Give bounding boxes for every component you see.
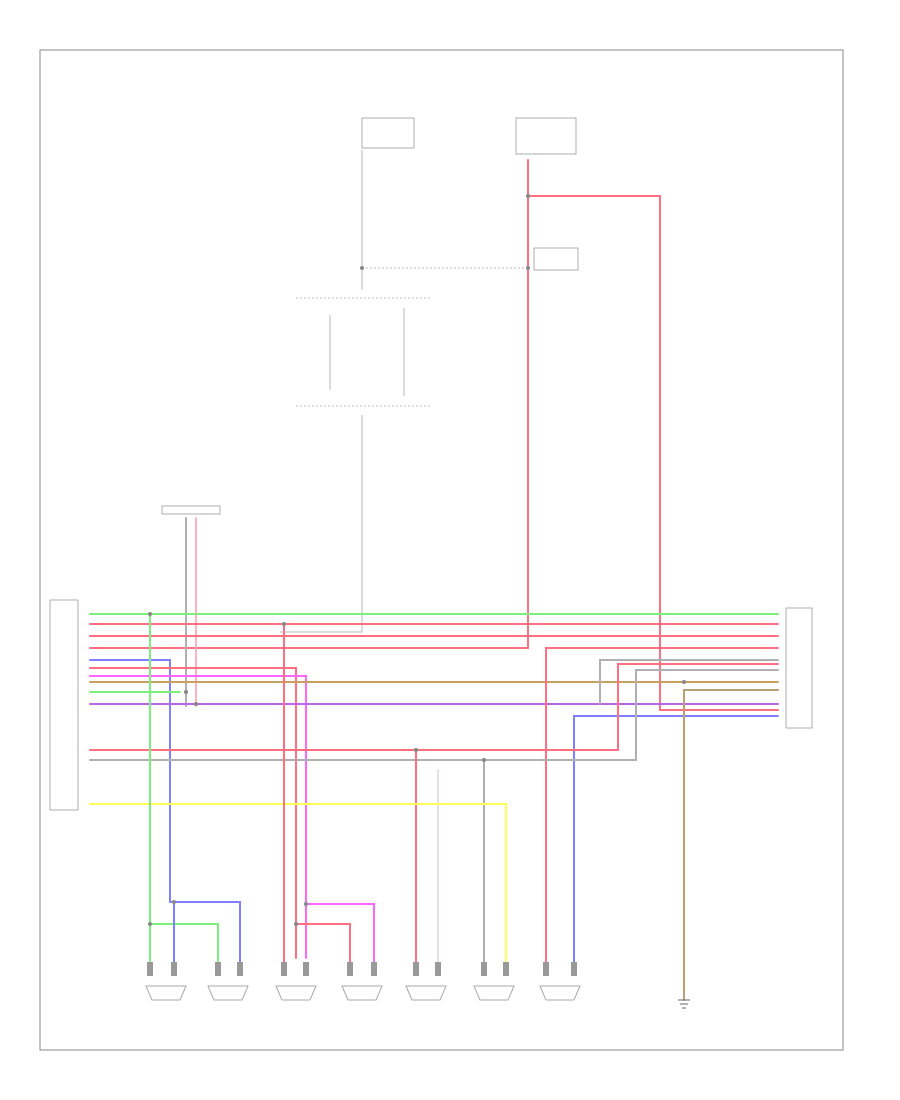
right-unit-connector (785, 607, 813, 729)
speaker-5 (405, 985, 447, 1001)
fuse-block-1 (361, 117, 415, 149)
wire-magenta-bus (89, 675, 307, 959)
wire-pink-spk4 (305, 903, 375, 963)
speaker-6 (473, 985, 515, 1001)
wire-gray-right-1 (599, 659, 779, 705)
wire-green-spk2 (149, 923, 219, 963)
speaker-2 (207, 985, 249, 1001)
wire-blue-bus (89, 659, 171, 903)
relay-box (296, 297, 430, 407)
wire-gray-loop (89, 669, 779, 761)
speaker-plugs (147, 962, 577, 976)
wire-red-main (89, 159, 529, 649)
left-unit-connector (49, 599, 79, 811)
wire-red-right-drop (527, 195, 779, 711)
wire-relay-down (280, 415, 363, 633)
speaker-4 (341, 985, 383, 1001)
fuse-block-2 (515, 117, 577, 155)
antenna-connector (161, 505, 221, 515)
wire-tan-ground (683, 689, 779, 1001)
diagram-frame (39, 49, 844, 1051)
speaker-1 (145, 985, 187, 1001)
wire-red-spk4 (295, 923, 351, 963)
speaker-7 (539, 985, 581, 1001)
ground-symbol (678, 999, 690, 1009)
wire-blue-spk2 (169, 901, 241, 963)
wire-blue-right (573, 715, 779, 963)
wire-yellow-lower (89, 803, 507, 963)
wire-red-bus-2 (89, 667, 297, 959)
wire-red-right-1 (545, 647, 779, 963)
wire-red-loop (89, 663, 779, 751)
fuse-3-box (533, 247, 579, 271)
junction-dots (148, 194, 686, 926)
speaker-3 (275, 985, 317, 1001)
